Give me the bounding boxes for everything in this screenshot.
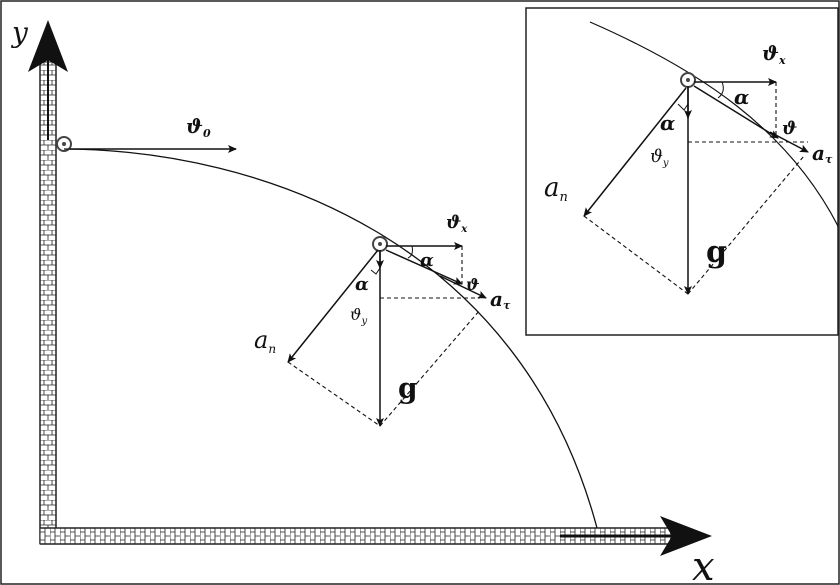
inset-vy-label: ϑy [650,146,669,169]
a-n-arrow [287,249,379,363]
main-vector-group: ϑx ϑ aτ ϑy α α g an [254,212,511,427]
inset-alpha-label-right: α [734,85,749,109]
inset-vx-label: ϑx [762,41,786,67]
v0-label: ϑ0 [186,114,211,140]
inset-velocity-arrow [693,85,779,139]
inset-g-label: g [706,235,727,270]
inset-a-tau-label: aτ [812,141,833,166]
inset-trajectory-curve [589,21,838,228]
x-axis-arrowhead [660,516,712,556]
v-label: ϑ [466,275,480,294]
trajectory-curve [63,148,598,529]
vx-label: ϑx [446,212,468,235]
inset-panel [525,7,839,336]
inset-a-n-arrow [583,87,687,217]
inset-a-n-label: an [544,173,568,205]
velocity-arrow [385,249,463,285]
alpha-label-left: α [355,274,369,295]
inset-v-label: ϑ [782,118,797,139]
inset-vector-group: ϑx ϑ aτ α α ϑy g an [544,21,838,295]
a-tau-arrow [439,275,487,299]
a-n-label: an [254,326,276,356]
y-axis-label: y [10,16,29,49]
a-tau-label: aτ [490,287,511,312]
alpha-label-right: α [420,250,434,271]
inset-alpha-label-left: α [660,111,675,135]
y-axis-arrowhead [28,20,68,72]
vy-label: ϑy [350,305,367,327]
x-axis-label: x [692,544,715,585]
g-label: g [398,372,418,405]
